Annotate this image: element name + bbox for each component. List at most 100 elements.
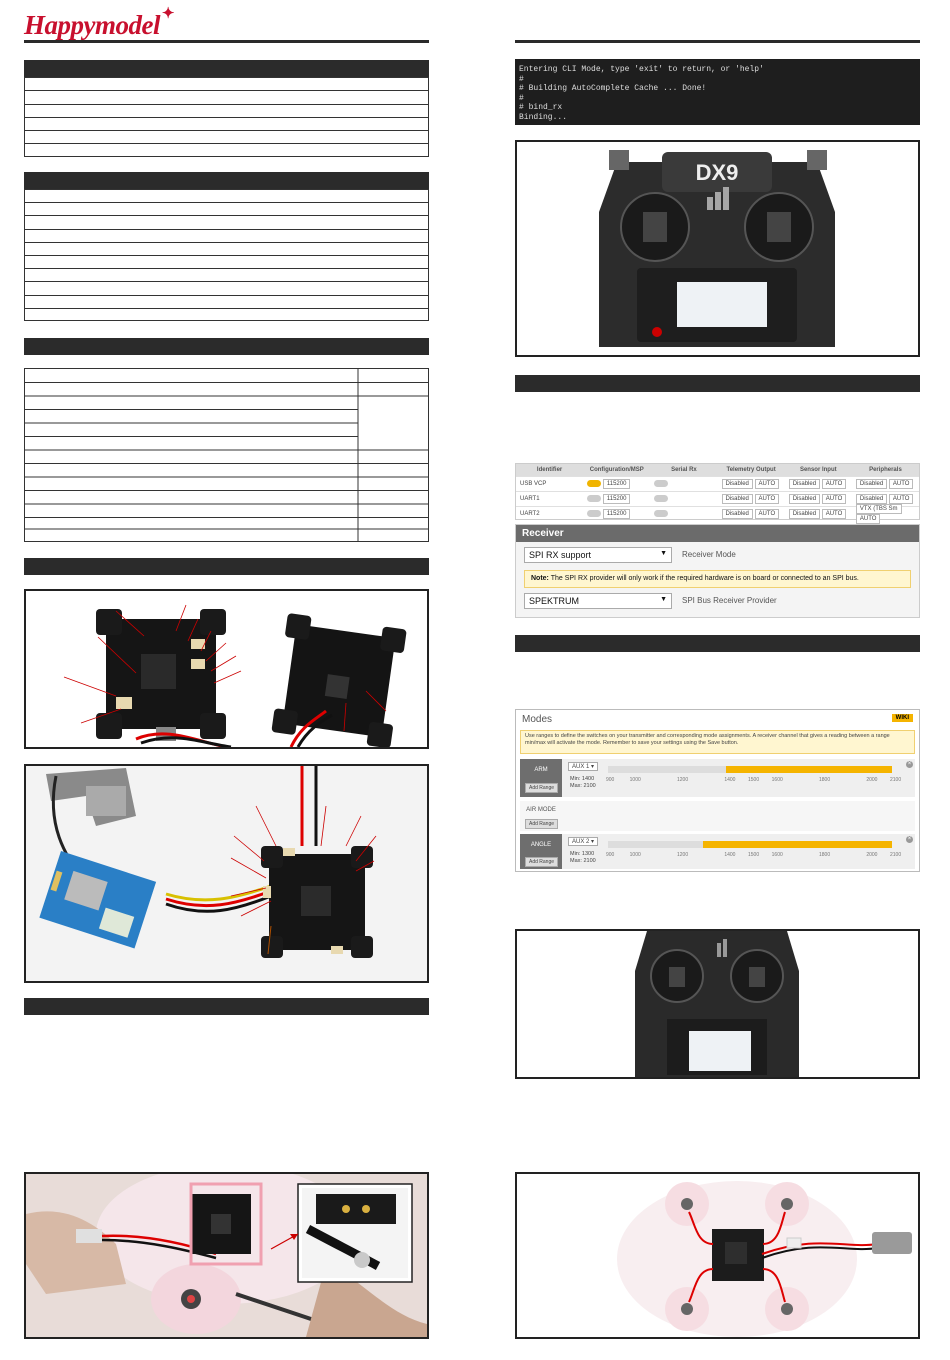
range-min: Min: 1300: [570, 851, 595, 857]
msp-toggle[interactable]: [587, 494, 602, 502]
tick-label: 1800: [819, 852, 831, 858]
close-icon[interactable]: ×: [906, 836, 913, 843]
wiring-photo-frame: [24, 764, 429, 983]
msp-toggle[interactable]: [587, 479, 602, 487]
range-slider-fill: [702, 841, 892, 848]
tick-label: 1200: [677, 777, 689, 783]
sensor-select[interactable]: Disabled: [788, 509, 821, 519]
dx9-label: DX9: [696, 160, 739, 185]
tick-label: 2000: [866, 852, 878, 858]
baud-select[interactable]: 115200: [602, 479, 631, 489]
note-label: Note:: [531, 575, 549, 582]
tick-label: 2100: [890, 777, 902, 783]
add-range-button[interactable]: Add Range: [525, 819, 559, 829]
tick-label: 1800: [819, 777, 831, 783]
sensor-baud-select[interactable]: AUTO: [821, 494, 847, 504]
telemetry-select[interactable]: Disabled: [721, 494, 753, 504]
table-3-grid: [25, 369, 428, 541]
cli-line: #: [519, 74, 524, 84]
header-rule-right: [515, 40, 920, 43]
sensor-select[interactable]: Disabled: [788, 479, 821, 489]
cli-line: Binding...: [519, 112, 568, 122]
range-max: Max: 2100: [570, 783, 596, 789]
add-range-button[interactable]: Add Range: [525, 783, 559, 793]
tick-label: 1500: [748, 852, 760, 858]
tick-label: 1000: [629, 777, 641, 783]
col-serial-rx: Serial Rx: [671, 467, 697, 473]
peripheral-baud-select[interactable]: AUTO: [888, 479, 914, 489]
sensor-baud-select[interactable]: AUTO: [821, 509, 847, 519]
peripheral-select[interactable]: Disabled: [855, 479, 888, 489]
telemetry-baud-select[interactable]: AUTO: [754, 509, 780, 519]
col-peripherals: Peripherals: [869, 467, 902, 473]
col-sensor: Sensor Input: [799, 467, 837, 473]
tick-label: 1400: [724, 777, 736, 783]
cli-line: # Building AutoComplete Cache ... Done!: [519, 84, 707, 93]
peripheral-baud-select[interactable]: AUTO: [888, 494, 914, 504]
cli-line: Entering CLI Mode, type 'exit' to return…: [519, 65, 764, 74]
serial-rx-toggle[interactable]: [654, 480, 669, 488]
tick-label: 900: [606, 852, 615, 858]
tick-label: 1400: [724, 852, 736, 858]
section-bar-6: [515, 375, 920, 392]
aux-select[interactable]: AUX 1 ▾: [568, 762, 599, 771]
range-slider-fill: [726, 766, 892, 773]
serial-rx-toggle[interactable]: [654, 510, 669, 518]
quad-photo-frame: [515, 1172, 920, 1339]
wiki-button[interactable]: WIKI: [891, 714, 913, 722]
peripheral-baud-select[interactable]: AUTO: [855, 514, 881, 524]
msp-toggle[interactable]: [587, 509, 602, 517]
serial-rx-toggle[interactable]: [654, 495, 669, 503]
telemetry-select[interactable]: Disabled: [721, 509, 753, 519]
receiver-title: Receiver: [516, 525, 919, 542]
peripheral-select[interactable]: Disabled: [855, 494, 888, 504]
col-telemetry: Telemetry Output: [726, 467, 776, 473]
receiver-mode-label: Receiver Mode: [682, 550, 736, 559]
section-bar-3: [24, 338, 429, 355]
tick-label: 1600: [771, 777, 783, 783]
spi-note: Note: The SPI RX provider will only work…: [524, 570, 911, 588]
table-row: UART2 115200 Disabled AUTO Disabled AUTO…: [516, 504, 919, 524]
soldering-photo-frame: [24, 1172, 429, 1339]
wiring-photo-image: [26, 766, 427, 981]
transmitter-photo-frame: DX9: [515, 140, 920, 357]
port-id: USB VCP: [520, 481, 547, 487]
transmitter-photo-2-image: [517, 931, 918, 1077]
sensor-baud-select[interactable]: AUTO: [821, 479, 847, 489]
board-diagram-image: [63, 604, 407, 747]
transmitter-photo-image: DX9: [517, 142, 918, 355]
baud-select[interactable]: 115200: [602, 494, 631, 504]
sensor-select[interactable]: Disabled: [788, 494, 821, 504]
telemetry-baud-select[interactable]: AUTO: [754, 494, 780, 504]
receiver-panel: Receiver SPI RX support ▼ Receiver Mode …: [515, 524, 920, 618]
port-id: UART1: [520, 496, 540, 502]
cli-line: # bind_rx: [519, 103, 563, 112]
col-config-msp: Configuration/MSP: [589, 467, 644, 473]
spec-table-1: [24, 77, 429, 157]
spec-table-2: [24, 189, 429, 321]
range-min: Min: 1400: [570, 776, 595, 782]
table-row: USB VCP 115200 Disabled AUTO Disabled AU…: [516, 476, 919, 491]
transmitter-photo-2-frame: [515, 929, 920, 1079]
telemetry-select[interactable]: Disabled: [721, 479, 753, 489]
spi-provider-value: SPEKTRUM: [529, 596, 580, 606]
telemetry-baud-select[interactable]: AUTO: [754, 479, 780, 489]
range-max: Max: 2100: [570, 858, 596, 864]
receiver-mode-value: SPI RX support: [529, 550, 592, 560]
chevron-down-icon: ▼: [660, 596, 667, 603]
receiver-mode-select[interactable]: SPI RX support ▼: [524, 547, 672, 563]
cli-console: Entering CLI Mode, type 'exit' to return…: [515, 59, 920, 125]
tick-label: 1600: [771, 852, 783, 858]
spi-provider-select[interactable]: SPEKTRUM ▼: [524, 593, 672, 609]
aux-select[interactable]: AUX 2 ▾: [568, 837, 599, 846]
add-range-button[interactable]: Add Range: [525, 857, 559, 867]
peripheral-select[interactable]: VTX (TBS Sm: [855, 504, 902, 514]
close-icon[interactable]: ×: [906, 761, 913, 768]
quad-photo-image: [517, 1174, 918, 1337]
cli-line: #: [519, 93, 524, 103]
baud-select[interactable]: 115200: [602, 509, 631, 519]
mode-row-arm: ARM Add Range AUX 1 ▾ Min: 1400 Max: 210…: [520, 759, 915, 797]
modes-panel: Modes WIKI Use ranges to define the swit…: [515, 709, 920, 872]
